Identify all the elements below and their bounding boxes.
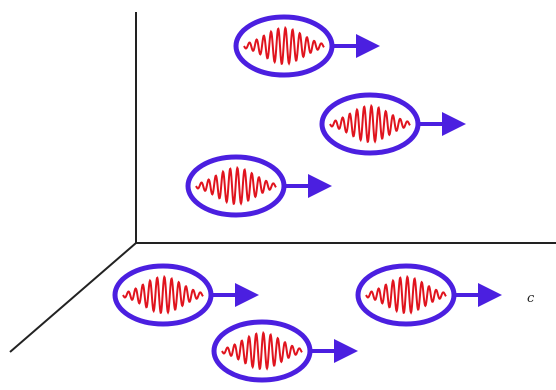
packet-wave (195, 165, 277, 206)
packet-wave (221, 330, 303, 371)
wave-packet (319, 92, 466, 156)
direction-arrow-head (356, 34, 380, 58)
wave-packets (112, 14, 502, 383)
speed-label-c: c (527, 291, 535, 306)
direction-arrow-head (478, 283, 502, 307)
packet-envelope (211, 319, 313, 383)
direction-arrow-head (308, 174, 332, 198)
packet-envelope (112, 263, 214, 327)
wave-packet (233, 14, 380, 78)
axes (9, 12, 556, 353)
direction-arrow-head (442, 112, 466, 136)
packet-envelope (319, 92, 421, 156)
wave-packet (112, 263, 259, 327)
wave-packet (355, 263, 502, 327)
packet-envelope (185, 154, 287, 218)
packet-wave (329, 103, 411, 144)
packet-envelope (355, 263, 457, 327)
wave-packet (185, 154, 332, 218)
packet-wave (365, 274, 447, 315)
packet-wave (243, 25, 325, 66)
wave-packet (211, 319, 358, 383)
direction-arrow-head (235, 283, 259, 307)
packet-envelope (233, 14, 335, 78)
packet-wave (122, 274, 204, 315)
depth-axis (9, 242, 137, 353)
direction-arrow-head (334, 339, 358, 363)
